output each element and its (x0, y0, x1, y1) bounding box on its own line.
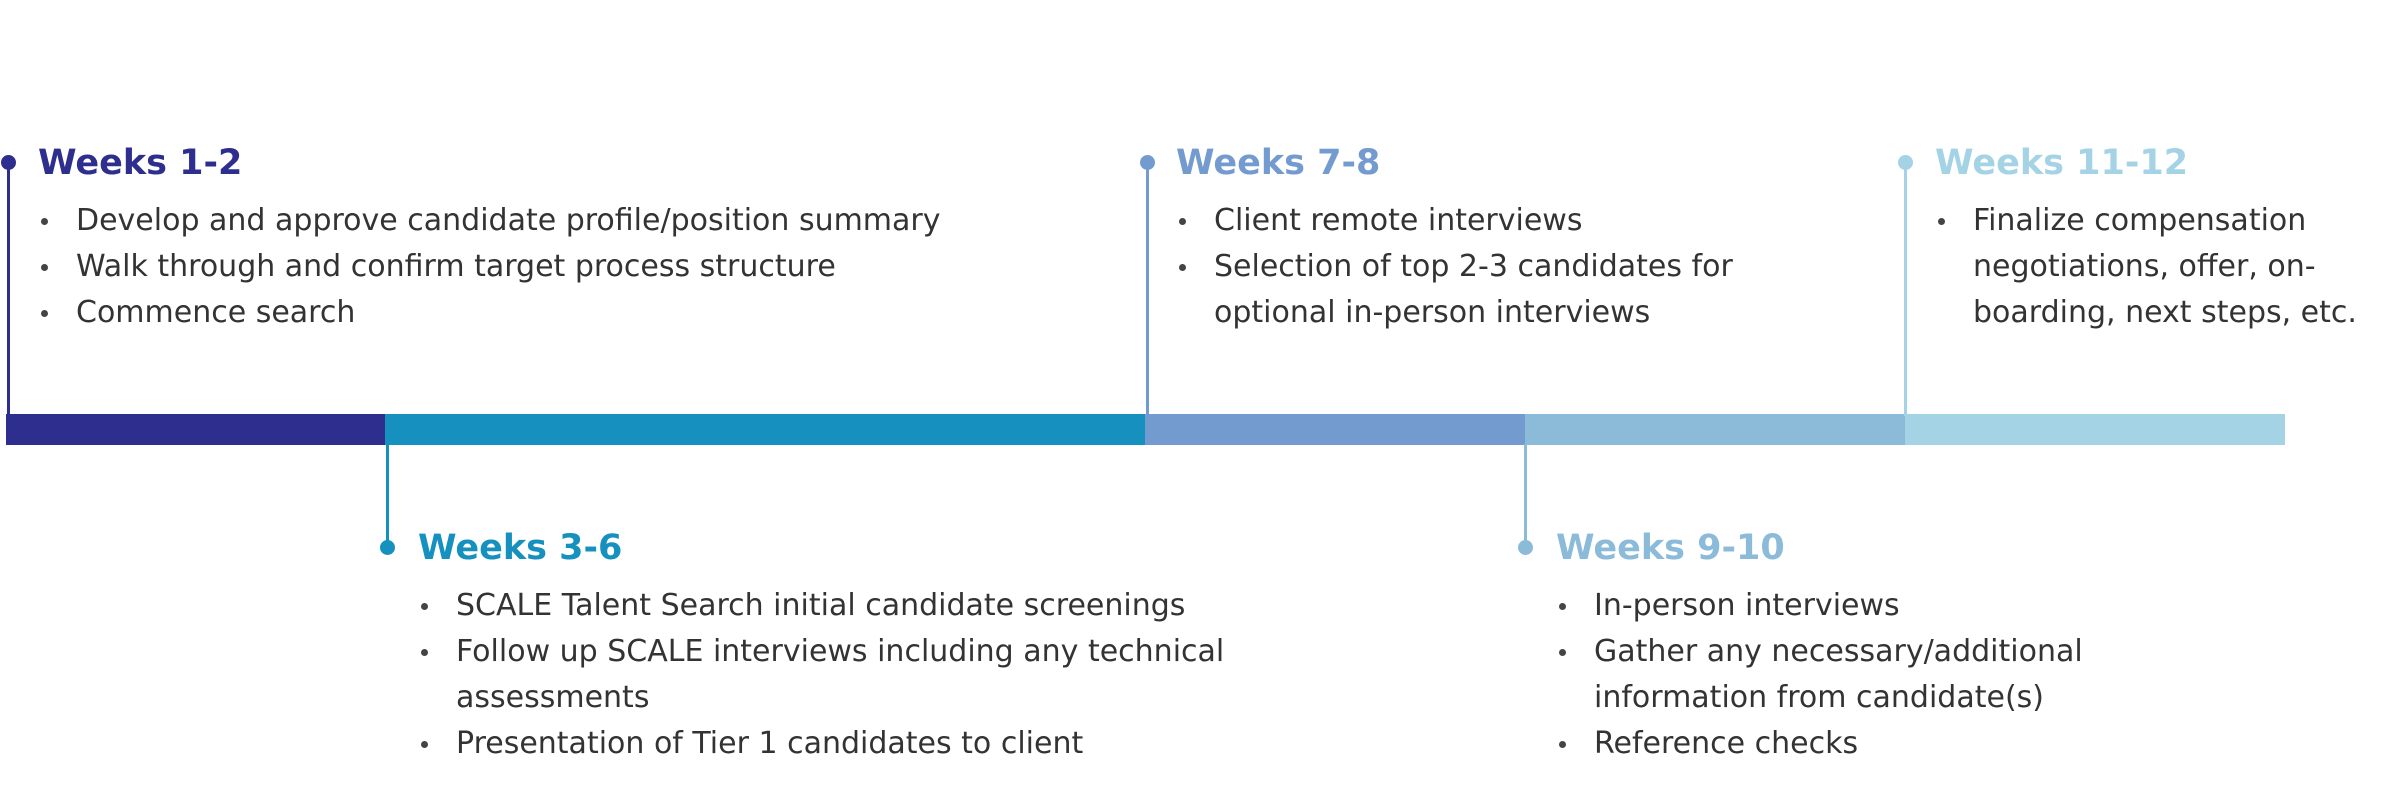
list-item: Client remote interviews (1176, 198, 1736, 244)
connector-weeks-1-2 (7, 162, 10, 416)
phase-weeks-9-10: Weeks 9-10 In-person interviews Gather a… (1556, 526, 2156, 767)
timeline-segment-weeks-7-8 (1145, 414, 1525, 445)
phase-title: Weeks 1-2 (38, 143, 243, 183)
phase-bullet-list: In-person interviews Gather any necessar… (1556, 583, 2156, 767)
list-item: Presentation of Tier 1 candidates to cli… (418, 721, 1248, 767)
list-item: SCALE Talent Search initial candidate sc… (418, 583, 1248, 629)
list-item: Develop and approve candidate profile/po… (38, 198, 1018, 244)
list-item: Follow up SCALE interviews including any… (418, 629, 1248, 721)
connector-weeks-11-12 (1904, 162, 1907, 416)
timeline-segment-weeks-11-12 (1905, 414, 2285, 445)
marker-dot-weeks-9-10 (1518, 540, 1533, 555)
connector-weeks-9-10 (1524, 444, 1527, 548)
list-item: Finalize compensation negotiations, offe… (1935, 198, 2390, 336)
timeline-segment-weeks-3-6 (385, 414, 1145, 445)
list-item: Reference checks (1556, 721, 2156, 767)
phase-bullet-list: Finalize compensation negotiations, offe… (1935, 198, 2390, 336)
list-item: In-person interviews (1556, 583, 2156, 629)
phase-weeks-7-8: Weeks 7-8 Client remote interviews Selec… (1176, 141, 1736, 336)
phase-bullet-list: SCALE Talent Search initial candidate sc… (418, 583, 1248, 767)
phase-weeks-1-2: Weeks 1-2 Develop and approve candidate … (38, 141, 1018, 336)
connector-weeks-3-6 (386, 444, 389, 548)
phase-title: Weeks 9-10 (1556, 528, 1785, 568)
phase-bullet-list: Develop and approve candidate profile/po… (38, 198, 1018, 336)
phase-title: Weeks 3-6 (418, 528, 623, 568)
list-item: Commence search (38, 290, 1018, 336)
phase-weeks-11-12: Weeks 11-12 Finalize compensation negoti… (1935, 141, 2390, 336)
marker-dot-weeks-11-12 (1898, 155, 1913, 170)
marker-dot-weeks-7-8 (1140, 155, 1155, 170)
phase-weeks-3-6: Weeks 3-6 SCALE Talent Search initial ca… (418, 526, 1248, 767)
marker-dot-weeks-1-2 (1, 155, 16, 170)
list-item: Gather any necessary/additional informat… (1556, 629, 2156, 721)
timeline-segment-weeks-9-10 (1525, 414, 1905, 445)
list-item: Walk through and confirm target process … (38, 244, 1018, 290)
phase-bullet-list: Client remote interviews Selection of to… (1176, 198, 1736, 336)
marker-dot-weeks-3-6 (380, 540, 395, 555)
timeline-segment-weeks-1-2 (6, 414, 385, 445)
connector-weeks-7-8 (1146, 162, 1149, 416)
list-item: Selection of top 2-3 candidates for opti… (1176, 244, 1736, 336)
phase-title: Weeks 7-8 (1176, 143, 1381, 183)
phase-title: Weeks 11-12 (1935, 143, 2189, 183)
